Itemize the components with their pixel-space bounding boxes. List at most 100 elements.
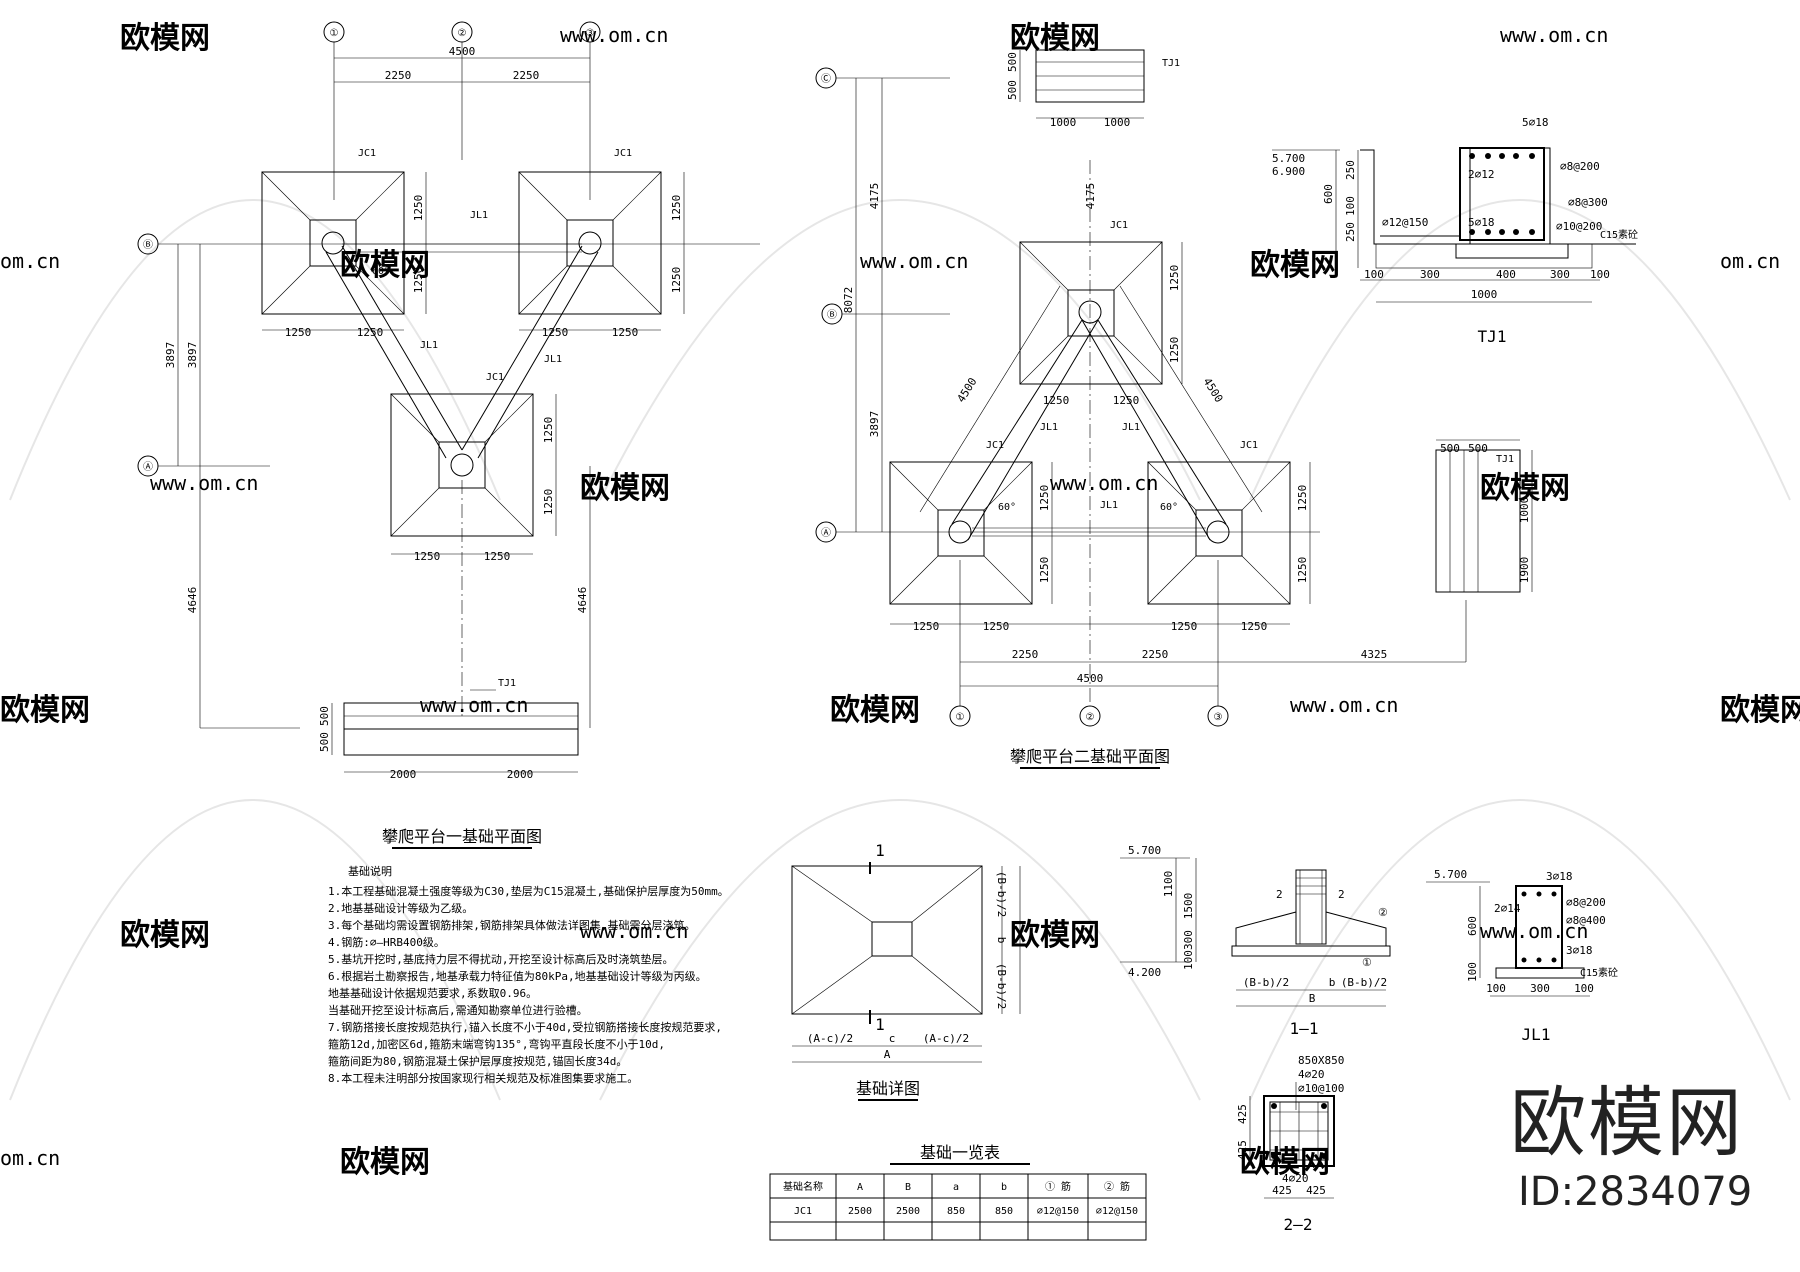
- label-tj1: TJ1: [498, 678, 516, 689]
- schedule-header: ② 筋: [1104, 1180, 1130, 1193]
- rebar-stir: ⌀12@150: [1382, 216, 1428, 229]
- dim-500: 500: [1440, 442, 1460, 455]
- watermark-brand: 欧模网: [1480, 471, 1570, 506]
- dim-1250: 1250: [913, 620, 940, 633]
- rebar-bot: 3⌀18: [1566, 944, 1593, 957]
- axis-1: ①: [330, 28, 339, 39]
- jc-detail-title: 基础详图: [856, 1079, 920, 1098]
- elev-bot: 4.200: [1128, 966, 1161, 979]
- dim-1250: 1250: [1296, 485, 1309, 512]
- dim-b1: (B-b)/2: [1243, 976, 1289, 989]
- label-jc1: JC1: [614, 148, 632, 159]
- schedule-header: 基础名称: [783, 1180, 823, 1193]
- dim-4500: 4500: [1077, 672, 1104, 685]
- axis-a: Ⓐ: [143, 461, 153, 473]
- watermark-brand: 欧模网: [1010, 918, 1100, 953]
- rebar-top: 3⌀18: [1546, 870, 1573, 883]
- dim-300: 300: [1550, 268, 1570, 281]
- dim-1250: 1250: [414, 550, 441, 563]
- label-tj1: TJ1: [1162, 58, 1180, 69]
- dim-b1: (B-b)/2: [995, 871, 1008, 917]
- schedule-header: B: [905, 1182, 911, 1193]
- dim-1250: 1250: [542, 489, 555, 516]
- label-angle: 60°: [998, 502, 1016, 513]
- note-line: 6.根据岩土勘察报告,地基承载力特征值为80kPa,地基基础设计等级为丙级。: [328, 969, 707, 983]
- dim-b2: (B-b)/2: [1341, 976, 1387, 989]
- dim-4325: 4325: [1361, 648, 1388, 661]
- dim-1250: 1250: [1038, 485, 1051, 512]
- dim-A: A: [884, 1048, 891, 1061]
- watermark-brand: 欧模网: [340, 1145, 430, 1180]
- schedule-header: a: [953, 1182, 959, 1193]
- dim-1250: 1250: [670, 195, 683, 222]
- dim-4500: 4500: [449, 45, 476, 58]
- label-jc1: JC1: [358, 148, 376, 159]
- dim-300: 300: [1530, 982, 1550, 995]
- dim-2250: 2250: [1142, 648, 1169, 661]
- axis-3: ③: [586, 28, 595, 39]
- jl1-title: JL1: [1522, 1025, 1551, 1044]
- dim-2000: 2000: [507, 768, 534, 781]
- dim-1250: 1250: [670, 267, 683, 294]
- dim-2000: 2000: [390, 768, 417, 781]
- schedule-cell: 850: [995, 1206, 1013, 1217]
- rebar-main: 4⌀20: [1298, 1068, 1325, 1081]
- elev-5700: 5.700: [1272, 152, 1305, 165]
- dim-100: 100: [1574, 982, 1594, 995]
- dim-1900: 1900: [1518, 557, 1531, 584]
- note-line: 箍筋12d,加密区6d,箍筋末端弯钩135°,弯钩平直段长度不小于10d,: [328, 1037, 665, 1051]
- axis-2: ②: [458, 28, 467, 39]
- axis-c: Ⓒ: [821, 73, 831, 85]
- watermark-url: www.om.cn: [580, 919, 688, 943]
- watermark-url: om.cn: [0, 1146, 60, 1170]
- watermark-url: om.cn: [0, 249, 60, 273]
- schedule-header: A: [857, 1182, 863, 1193]
- watermark-url: www.om.cn: [1290, 693, 1398, 717]
- note-line: 7.钢筋搭接长度按规范执行,锚入长度不小于40d,受拉钢筋搭接长度按规范要求,: [328, 1020, 722, 1034]
- dim-1250: 1250: [412, 267, 425, 294]
- dim-100: 100: [1486, 982, 1506, 995]
- rebar-stir: ⌀8@300: [1568, 196, 1608, 209]
- dim-500: 500: [1006, 52, 1019, 72]
- axis-b: Ⓑ: [827, 309, 837, 321]
- dim-425: 425: [1272, 1184, 1292, 1197]
- schedule-cell: ⌀12@150: [1096, 1206, 1138, 1217]
- dim-4646: 4646: [576, 587, 589, 614]
- dim-425: 425: [1306, 1184, 1326, 1197]
- dim-B: B: [1309, 992, 1316, 1005]
- dim-1250: 1250: [1038, 557, 1051, 584]
- dim-500: 500: [318, 732, 331, 752]
- axis-b: Ⓑ: [143, 239, 153, 251]
- dim-500: 500: [1006, 80, 1019, 100]
- rebar-side: 2⌀14: [1494, 902, 1521, 915]
- label-jc1: JC1: [1240, 440, 1258, 451]
- note-line: 3.每个基础均需设置钢筋排架,钢筋排架具体做法详图集,基础需分层浇筑。: [328, 918, 696, 932]
- watermark-url: www.om.cn: [420, 693, 528, 717]
- dim-4646: 4646: [186, 587, 199, 614]
- rebar-stir: ⌀8@200: [1566, 896, 1606, 909]
- dim-1250: 1250: [1113, 394, 1140, 407]
- foundation-notes: 基础说明 1.本工程基础混凝土强度等级为C30,垫层为C15混凝土,基础保护层厚…: [328, 864, 729, 1085]
- dim-100: 100: [1466, 962, 1479, 982]
- elev-top: 5.700: [1128, 844, 1161, 857]
- watermark-url: www.om.cn: [1480, 919, 1588, 943]
- label-tj1: TJ1: [1496, 454, 1514, 465]
- section-1-1: 5.700 4.200 1100 1500 300 100 2 2 ② ① (B…: [1120, 844, 1391, 1038]
- label-jl1: JL1: [1100, 500, 1118, 511]
- axis-2: ②: [1086, 712, 1095, 723]
- dim-1250: 1250: [1241, 620, 1268, 633]
- schedule-cell: 2500: [848, 1206, 872, 1217]
- label-jc1: JC1: [986, 440, 1004, 451]
- rebar-bot: 4⌀20: [1282, 1172, 1309, 1185]
- dim-c: c: [889, 1032, 896, 1045]
- schedule-cell: 850: [947, 1206, 965, 1217]
- axis-1: ①: [956, 712, 965, 723]
- axis-a: Ⓐ: [821, 527, 831, 539]
- notes-title: 基础说明: [348, 864, 392, 878]
- dim-600: 600: [1322, 184, 1335, 204]
- dim-3897: 3897: [868, 411, 881, 438]
- note-line: 箍筋间距为80,钢筋混凝土保护层厚度按规范,锚固长度34d。: [328, 1054, 627, 1068]
- brand-id: ID:2834079: [1518, 1169, 1753, 1215]
- dim-425: 425: [1236, 1104, 1249, 1124]
